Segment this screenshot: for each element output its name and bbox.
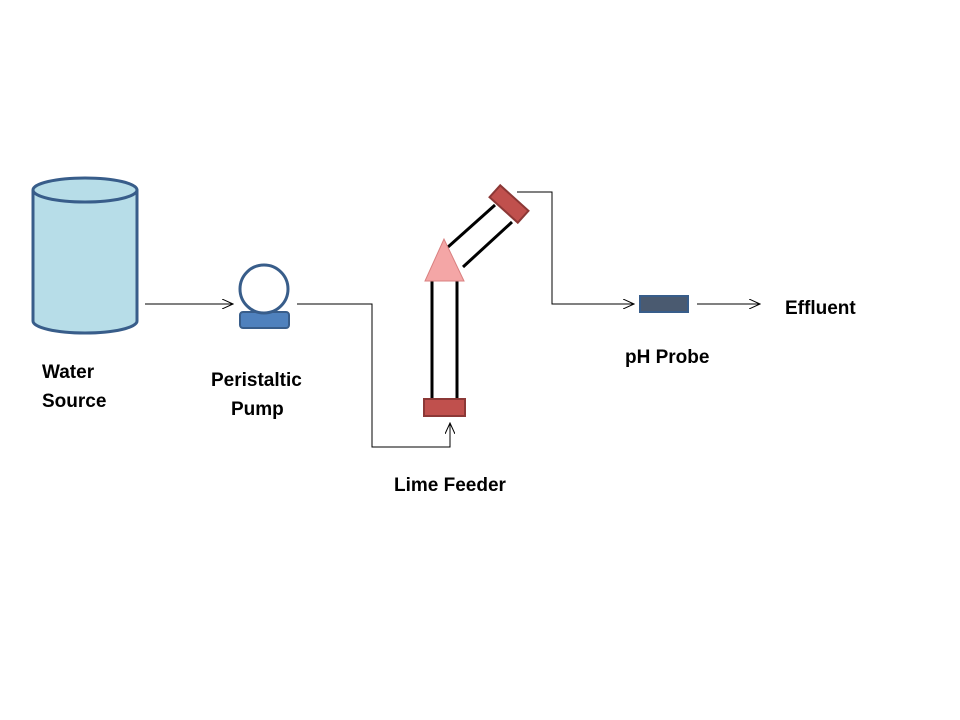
lime-feeder-label: Lime Feeder — [394, 475, 507, 496]
effluent-label: Effluent — [785, 298, 856, 319]
flow-line-feeder-to-probe — [517, 191, 634, 304]
lime-feeder — [423, 183, 530, 417]
tank-top — [31, 176, 139, 204]
feeder-arm-lower-wall — [461, 220, 514, 269]
pump-label-line1: Peristaltic — [211, 370, 302, 391]
ph-probe-label: pH Probe — [625, 347, 709, 368]
peristaltic-pump — [238, 263, 290, 329]
pump-label-line2: Pump — [231, 399, 284, 420]
feeder-junction-triangle — [424, 237, 465, 282]
ph-probe — [639, 295, 689, 313]
water-source-label-line1: Water — [42, 362, 95, 383]
water-source-tank — [31, 176, 139, 335]
pump-head — [238, 263, 290, 315]
feeder-top-cap — [488, 183, 530, 225]
feeder-bottom-cap — [423, 398, 466, 417]
flow-line-pump-to-feeder — [297, 303, 450, 448]
feeder-arm-upper-wall — [447, 203, 496, 249]
water-source-label-line2: Source — [42, 391, 106, 412]
tank-body — [31, 190, 139, 335]
